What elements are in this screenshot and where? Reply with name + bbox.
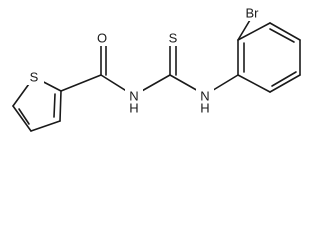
bond-c2-c3-inner xyxy=(53,93,56,118)
amide-hydrogen-label: H xyxy=(129,101,138,116)
bond-n-thiocarbonyl xyxy=(139,74,171,93)
bond-c2-carbonyl xyxy=(60,74,102,92)
bond-b1-b2 xyxy=(237,74,271,93)
thiophene-ring xyxy=(12,76,62,132)
bond-thiocarbonyl-n xyxy=(169,74,201,93)
bond-c2-c3 xyxy=(59,90,62,122)
bond-c4-c5 xyxy=(12,105,32,132)
bond-b2-b3-inner xyxy=(271,71,297,87)
amide-nitrogen-label: N xyxy=(129,89,138,104)
bond-carbonyl-n xyxy=(100,74,129,93)
oxygen-label: O xyxy=(97,31,107,46)
bond-b4-b5 xyxy=(269,22,301,41)
bond-c3-c4 xyxy=(30,120,61,132)
bond-b6-br xyxy=(237,19,251,41)
thioamide-hydrogen-label: H xyxy=(200,101,209,116)
bond-b5-b6 xyxy=(237,22,271,41)
thioamide-nitrogen-label: N xyxy=(200,89,209,104)
bond-c4-c5-inner xyxy=(18,108,30,125)
bond-n-aryl xyxy=(209,74,239,93)
thiocarbonyl-sulfur-label: S xyxy=(169,31,178,46)
atom-labels: S O N H S N H Br xyxy=(24,5,265,116)
benzene-ring xyxy=(237,19,301,93)
amide-chain xyxy=(60,44,239,93)
sulfur-thiophene-label: S xyxy=(30,70,39,85)
chemical-structure-diagram: S O N H S N H Br xyxy=(12,5,301,132)
bond-b4-b5-inner xyxy=(269,28,295,43)
bromine-label: Br xyxy=(246,6,260,21)
bond-b2-b3 xyxy=(269,74,301,93)
